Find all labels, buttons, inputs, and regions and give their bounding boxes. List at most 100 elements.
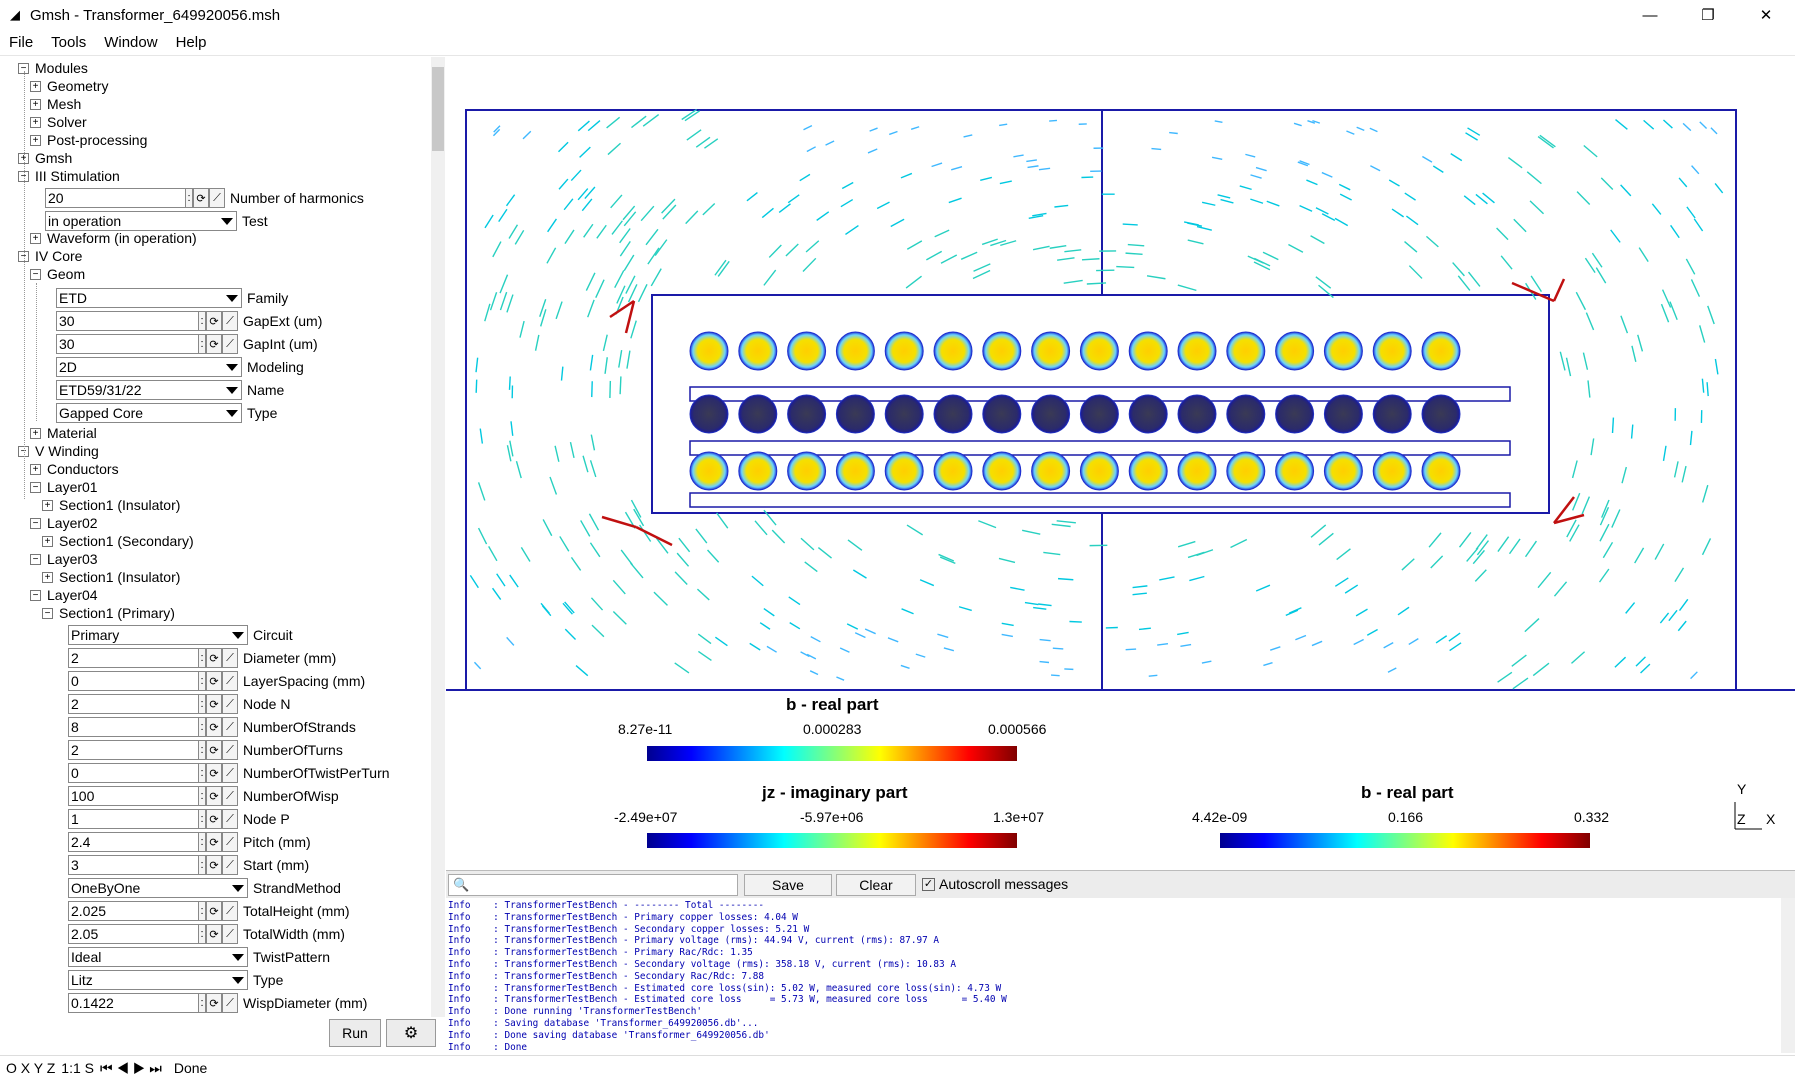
loop-icon[interactable]: ⟳ [206, 901, 222, 921]
loop-icon[interactable]: ⟳ [206, 809, 222, 829]
expand-icon[interactable]: + [18, 152, 29, 164]
param-input[interactable]: 2.4 [68, 832, 198, 852]
loop-icon[interactable]: ⟳ [206, 786, 222, 806]
loop-icon[interactable]: ⟳ [206, 763, 222, 783]
param-input[interactable]: 0.1422 [68, 993, 198, 1013]
loop-icon[interactable]: ⟳ [206, 671, 222, 691]
autoscroll-checkbox[interactable]: ✓Autoscroll messages [922, 876, 1068, 892]
dropdown-arrow-icon[interactable] [226, 387, 238, 394]
maximize-button[interactable]: ❐ [1701, 7, 1715, 24]
spin-handle-icon[interactable]: : [198, 648, 206, 668]
dropdown-arrow-icon[interactable] [226, 295, 238, 302]
param-select[interactable]: 2D [56, 357, 242, 377]
param-select[interactable]: ETD [56, 288, 242, 308]
expand-icon[interactable]: + [30, 98, 41, 110]
checkbox-check-icon[interactable]: ✓ [922, 877, 935, 891]
graph-icon[interactable]: ⟋ [222, 740, 238, 760]
spin-handle-icon[interactable]: : [198, 924, 206, 944]
spin-handle-icon[interactable]: : [198, 786, 206, 806]
param-input[interactable]: 2.025 [68, 901, 198, 921]
graph-icon[interactable]: ⟋ [222, 311, 238, 331]
expand-icon[interactable]: + [30, 463, 41, 475]
message-search-input[interactable]: 🔍 [448, 874, 738, 896]
animation-controls[interactable]: ⏮ ◀ ▶ ⏭ [99, 1059, 162, 1076]
tree-item[interactable]: +Section1 (Insulator) [42, 568, 180, 586]
expand-icon[interactable]: + [42, 571, 53, 583]
graph-icon[interactable]: ⟋ [222, 901, 238, 921]
expand-icon[interactable]: + [42, 535, 53, 547]
collapse-icon[interactable]: − [18, 170, 29, 182]
tree-scrollbar[interactable] [431, 57, 445, 1017]
clear-messages-button[interactable]: Clear [836, 874, 916, 896]
param-input[interactable]: 3 [68, 855, 198, 875]
loop-icon[interactable]: ⟳ [206, 924, 222, 944]
graph-icon[interactable]: ⟋ [222, 717, 238, 737]
graph-icon[interactable]: ⟋ [222, 832, 238, 852]
param-input[interactable]: 2.05 [68, 924, 198, 944]
spin-handle-icon[interactable]: : [198, 809, 206, 829]
loop-icon[interactable]: ⟳ [206, 855, 222, 875]
dropdown-arrow-icon[interactable] [232, 954, 244, 961]
param-select[interactable]: in operation [45, 211, 237, 231]
spin-handle-icon[interactable]: : [198, 763, 206, 783]
tree-item[interactable]: +Gmsh [18, 149, 72, 167]
collapse-icon[interactable]: − [30, 481, 41, 493]
loop-icon[interactable]: ⟳ [206, 993, 222, 1013]
collapse-icon[interactable]: − [42, 607, 53, 619]
param-select[interactable]: OneByOne [68, 878, 248, 898]
collapse-icon[interactable]: − [18, 250, 29, 262]
param-input[interactable]: 20 [45, 188, 185, 208]
graph-icon[interactable]: ⟋ [222, 855, 238, 875]
tree-item[interactable]: +Solver [30, 113, 87, 131]
param-input[interactable]: 1 [68, 809, 198, 829]
loop-icon[interactable]: ⟳ [206, 334, 222, 354]
param-select[interactable]: ETD59/31/22 [56, 380, 242, 400]
collapse-icon[interactable]: − [30, 589, 41, 601]
menu-window[interactable]: Window [104, 34, 158, 51]
param-input[interactable]: 100 [68, 786, 198, 806]
console-scrollbar[interactable] [1781, 898, 1795, 1053]
param-input[interactable]: 0 [68, 763, 198, 783]
spin-handle-icon[interactable]: : [198, 334, 206, 354]
tree-item[interactable]: +Mesh [30, 95, 81, 113]
param-select[interactable]: Primary [68, 625, 248, 645]
expand-icon[interactable]: + [42, 499, 53, 511]
spin-handle-icon[interactable]: : [198, 311, 206, 331]
param-input[interactable]: 8 [68, 717, 198, 737]
menu-tools[interactable]: Tools [51, 34, 87, 51]
loop-icon[interactable]: ⟳ [206, 717, 222, 737]
menu-file[interactable]: File [9, 34, 34, 51]
graphics-view[interactable]: b - real part 8.27e-11 0.000283 0.000566… [446, 57, 1795, 870]
spin-handle-icon[interactable]: : [198, 694, 206, 714]
tree-item[interactable]: +Material [30, 424, 97, 442]
graph-icon[interactable]: ⟋ [222, 763, 238, 783]
expand-icon[interactable]: + [30, 80, 41, 92]
collapse-icon[interactable]: − [30, 553, 41, 565]
spin-handle-icon[interactable]: : [198, 717, 206, 737]
tree-item[interactable]: +Section1 (Secondary) [42, 532, 194, 550]
dropdown-arrow-icon[interactable] [226, 364, 238, 371]
dropdown-arrow-icon[interactable] [232, 977, 244, 984]
tree-item[interactable]: −Layer04 [30, 586, 98, 604]
tree-item[interactable]: +Geometry [30, 77, 108, 95]
collapse-icon[interactable]: − [30, 517, 41, 529]
loop-icon[interactable]: ⟳ [206, 694, 222, 714]
dropdown-arrow-icon[interactable] [232, 632, 244, 639]
graph-icon[interactable]: ⟋ [222, 694, 238, 714]
expand-icon[interactable]: + [30, 427, 41, 439]
spin-handle-icon[interactable]: : [198, 855, 206, 875]
collapse-icon[interactable]: − [18, 445, 29, 457]
scale-button[interactable]: 1:1 S [61, 1060, 94, 1076]
run-button[interactable]: Run [329, 1019, 381, 1047]
dropdown-arrow-icon[interactable] [232, 885, 244, 892]
param-input[interactable]: 30 [56, 334, 198, 354]
param-input[interactable]: 2 [68, 694, 198, 714]
graph-icon[interactable]: ⟋ [222, 786, 238, 806]
tree-item[interactable]: −Layer03 [30, 550, 98, 568]
dropdown-arrow-icon[interactable] [221, 218, 233, 225]
loop-icon[interactable]: ⟳ [206, 648, 222, 668]
graph-icon[interactable]: ⟋ [222, 809, 238, 829]
collapse-icon[interactable]: − [30, 268, 41, 280]
loop-icon[interactable]: ⟳ [206, 832, 222, 852]
tree-item[interactable]: −Layer01 [30, 478, 98, 496]
